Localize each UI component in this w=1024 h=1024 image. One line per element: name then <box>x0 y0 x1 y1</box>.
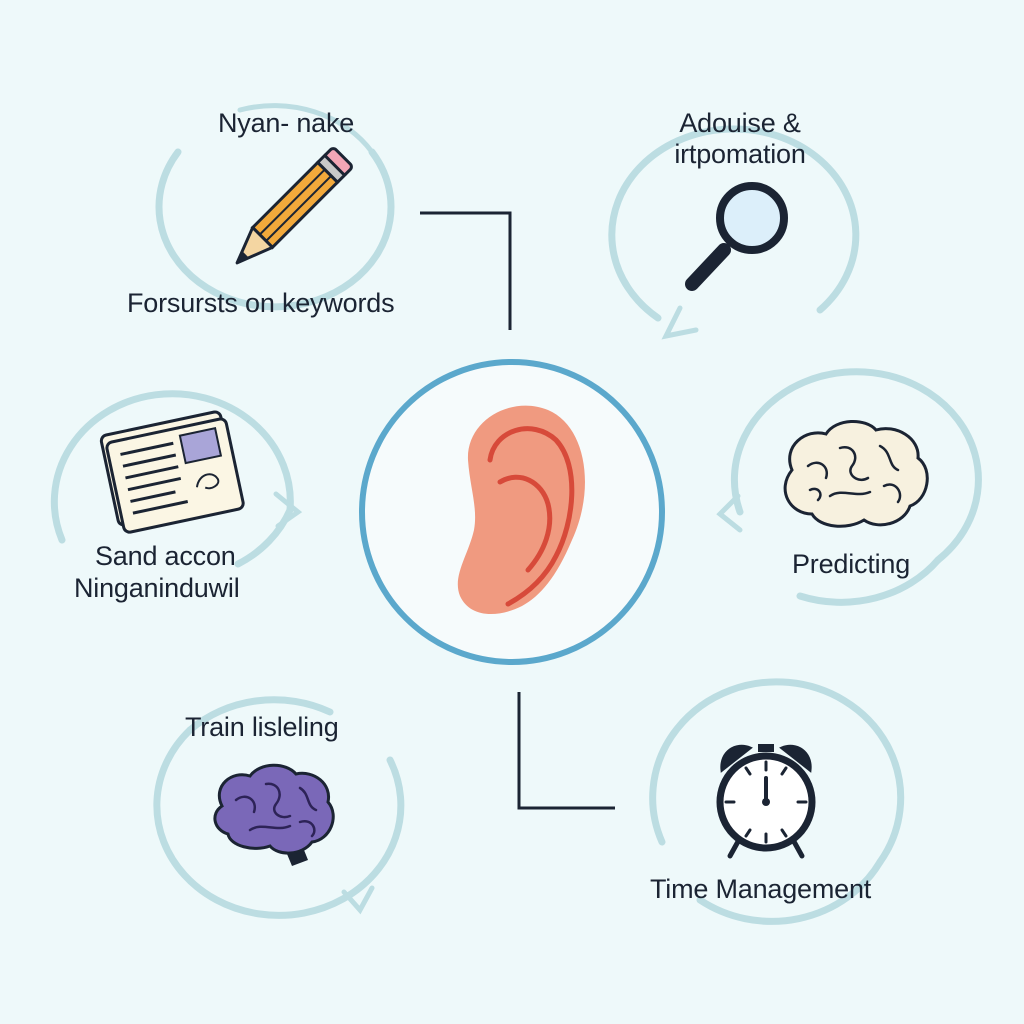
magnifier-icon <box>685 182 788 291</box>
note-label-top: Nyan- nake <box>218 108 355 138</box>
note-label-bottom: Forsursts on keywords <box>127 288 395 318</box>
connector-bottom <box>517 692 615 810</box>
ring-info <box>608 125 860 340</box>
reading-label-line1: Sand accon <box>95 541 236 571</box>
connector-top <box>420 211 512 330</box>
ring-reading <box>50 390 303 568</box>
time-label: Time Management <box>650 874 872 904</box>
brain-icon <box>783 419 929 528</box>
predicting-label: Predicting <box>792 549 911 579</box>
document-icon <box>99 410 245 534</box>
purple-brain-icon <box>213 763 335 866</box>
alarm-clock-icon <box>716 744 816 859</box>
ring-time <box>649 678 905 925</box>
ring-train <box>153 696 405 919</box>
ring-predicting <box>716 368 982 606</box>
pencil-icon <box>235 147 353 265</box>
ear-icon <box>457 405 585 615</box>
reading-label-line2: Ninganinduwil <box>74 573 240 603</box>
info-label-line1: Adouise & <box>679 108 801 138</box>
train-label: Train lisleling <box>185 712 339 742</box>
ring-note <box>155 103 395 311</box>
info-label-line2: irtpomation <box>674 139 806 169</box>
